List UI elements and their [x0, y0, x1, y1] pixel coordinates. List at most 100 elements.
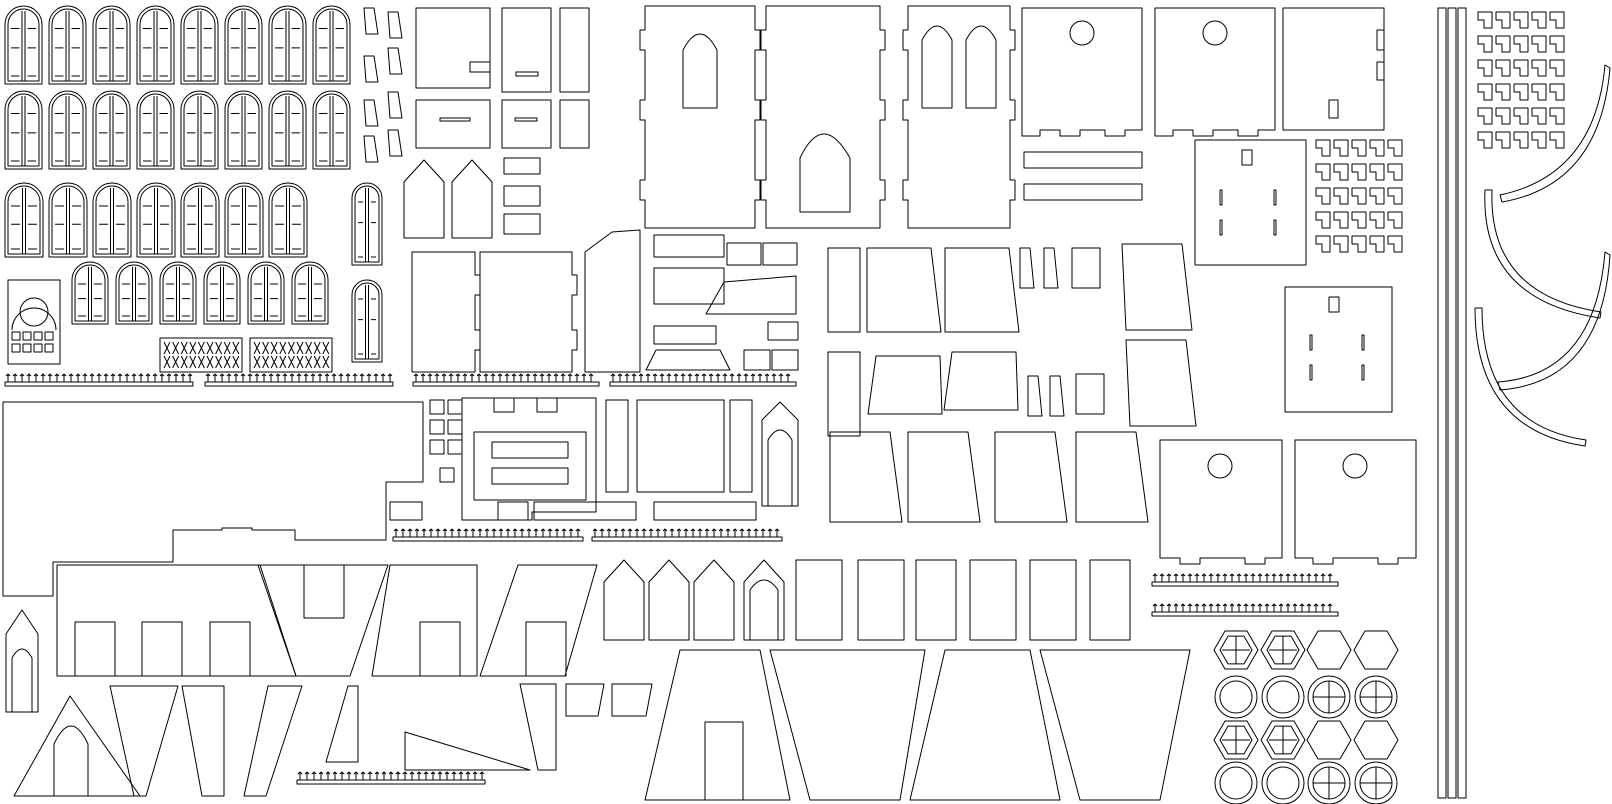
- corner-bracket: [1478, 132, 1492, 148]
- slanted-panel: [646, 350, 730, 370]
- strip: [498, 502, 528, 520]
- trapezoid-small: [868, 356, 942, 414]
- hexagon-window: [1261, 631, 1305, 669]
- arch-window: [181, 183, 219, 257]
- window-mullion: [243, 188, 246, 254]
- arch-window: [225, 91, 262, 169]
- arch-window-inner: [251, 265, 281, 321]
- roof-panel-hole: [1022, 8, 1142, 136]
- window-mullion: [330, 96, 333, 166]
- rose-window-pane: [45, 332, 53, 340]
- corner-bracket: [1388, 188, 1402, 204]
- window-cut: [526, 622, 566, 676]
- arch-window: [225, 6, 262, 84]
- box-panel: [730, 400, 752, 492]
- tiny-square: [448, 400, 462, 414]
- window-mullion: [265, 267, 268, 321]
- round-window: [1262, 762, 1304, 804]
- rose-window-arch: [12, 308, 56, 330]
- round-window-cross: [1360, 767, 1392, 799]
- corner-bracket: [1316, 212, 1330, 228]
- arch-window-inner: [96, 9, 127, 81]
- tiny-square: [440, 468, 454, 482]
- window-mullion: [287, 188, 290, 254]
- round-window: [1262, 676, 1304, 718]
- arch-window-inner: [8, 94, 39, 166]
- window-cut: [420, 622, 460, 676]
- arch-window: [269, 6, 306, 84]
- keystone-piece: [388, 92, 402, 118]
- window-mullion: [154, 11, 157, 81]
- arch-window: [269, 91, 306, 169]
- corner-bracket: [1388, 212, 1402, 228]
- railing-spikes: [1153, 574, 1332, 582]
- corner-bracket: [1334, 212, 1348, 228]
- round-window: [1215, 676, 1257, 718]
- strip: [534, 502, 636, 520]
- lattice-cross: [280, 342, 286, 354]
- wall-panel-1: [640, 6, 760, 228]
- roof-trapezoid: [770, 650, 925, 800]
- keystone-piece: [1050, 376, 1064, 416]
- rose-window-circle: [20, 298, 48, 326]
- railing-spikes: [298, 772, 484, 780]
- frame-panel: [462, 398, 596, 520]
- arch-window: [181, 91, 218, 169]
- small-panel: [1072, 248, 1100, 288]
- round-hole: [1203, 21, 1227, 45]
- lattice-window: [250, 338, 332, 372]
- arch-window: [93, 91, 130, 169]
- lattice-cross: [314, 342, 320, 354]
- wedge: [405, 732, 530, 770]
- corner-bracket: [1334, 164, 1348, 180]
- railing-spikes: [6, 374, 192, 382]
- railing-spikes: [593, 529, 779, 537]
- lattice-cross: [323, 342, 329, 354]
- arch-window-inner: [96, 186, 128, 254]
- hexagon-window-cross: [1222, 636, 1250, 664]
- arch-window: [204, 262, 240, 324]
- upright-panel: [828, 248, 860, 332]
- corner-bracket: [1334, 236, 1348, 252]
- lattice-cross: [190, 356, 196, 368]
- lattice-cross: [198, 356, 204, 368]
- rose-window-pane: [34, 344, 42, 352]
- window-mullion: [23, 188, 26, 254]
- corner-bracket: [1478, 36, 1492, 52]
- arch-window: [181, 6, 218, 84]
- trapezoid-medium: [1076, 432, 1148, 522]
- window-mullion: [366, 188, 369, 262]
- keystone-piece: [364, 136, 378, 162]
- arch-window: [313, 91, 350, 169]
- tabbed-strip: [1024, 184, 1142, 200]
- corner-bracket: [1316, 188, 1330, 204]
- trapezoid-small: [944, 352, 1018, 410]
- window-cut: [75, 622, 250, 676]
- hexagon-window-inner: [1267, 636, 1299, 664]
- arch-window: [5, 6, 42, 84]
- hexagon-window: [1307, 721, 1351, 759]
- corner-bracket: [1496, 84, 1510, 100]
- arch-window: [137, 183, 175, 257]
- box-panel: [416, 100, 490, 148]
- small-panel: [763, 243, 797, 265]
- roof-trapezoid: [645, 650, 790, 800]
- hexagon-window-inner: [1220, 726, 1252, 754]
- trapezoid-medium: [830, 432, 902, 522]
- corner-bracket: [1514, 108, 1528, 124]
- wedge: [326, 686, 358, 762]
- arch-window-inner: [207, 265, 237, 321]
- pointed-door: [750, 580, 778, 640]
- pointed-panel: [649, 560, 689, 640]
- tabbed-rect: [796, 560, 842, 640]
- window-mullion: [286, 96, 289, 166]
- corner-bracket: [1478, 12, 1492, 28]
- round-window-inner: [1267, 767, 1299, 799]
- corner-bracket: [1532, 108, 1546, 124]
- lattice-cross: [216, 356, 222, 368]
- lattice-cross: [288, 356, 294, 368]
- strip: [654, 502, 756, 520]
- lattice-cross: [224, 356, 230, 368]
- railing: [592, 537, 782, 541]
- arch-window-inner: [52, 9, 83, 81]
